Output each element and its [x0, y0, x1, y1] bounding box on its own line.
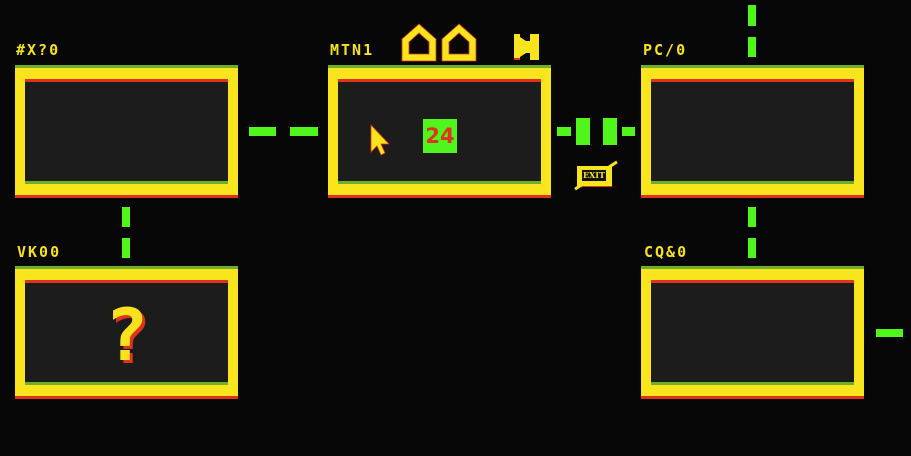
link-segment: [122, 238, 130, 258]
node-label: #X?0: [16, 41, 61, 59]
home-icon: [401, 23, 477, 62]
exit-icon-text: EXIT: [582, 170, 606, 181]
link-segment: [603, 118, 617, 145]
node-screen: [651, 79, 854, 184]
node-label: PC/0: [643, 41, 688, 59]
link-segment: [122, 207, 130, 227]
node-pc0[interactable]: [641, 65, 864, 198]
cursor-icon: [370, 124, 390, 156]
link-segment: [876, 329, 903, 337]
node-label: MTN1: [330, 41, 375, 59]
exit-disabled-icon[interactable]: EXIT: [574, 160, 618, 191]
link-segment: [557, 127, 571, 136]
counter-badge: 24: [423, 119, 457, 153]
link-segment: [622, 127, 635, 136]
node-screen: [651, 280, 854, 385]
node-x0[interactable]: [15, 65, 238, 198]
node-vk00[interactable]: ?: [15, 266, 238, 399]
node-label: VK00: [17, 243, 62, 261]
link-segment: [748, 37, 756, 57]
node-screen: [25, 79, 228, 184]
link-segment: [748, 5, 756, 26]
skip-forward-icon: [514, 34, 539, 60]
link-segment: [748, 207, 756, 227]
node-screen: ?: [25, 280, 228, 385]
node-cq0[interactable]: [641, 266, 864, 399]
link-segment: [249, 127, 276, 136]
node-label: CQ&0: [644, 243, 689, 261]
link-segment: [748, 238, 756, 258]
question-mark-icon: ?: [104, 293, 149, 377]
link-segment: [290, 127, 318, 136]
link-segment: [576, 118, 590, 145]
